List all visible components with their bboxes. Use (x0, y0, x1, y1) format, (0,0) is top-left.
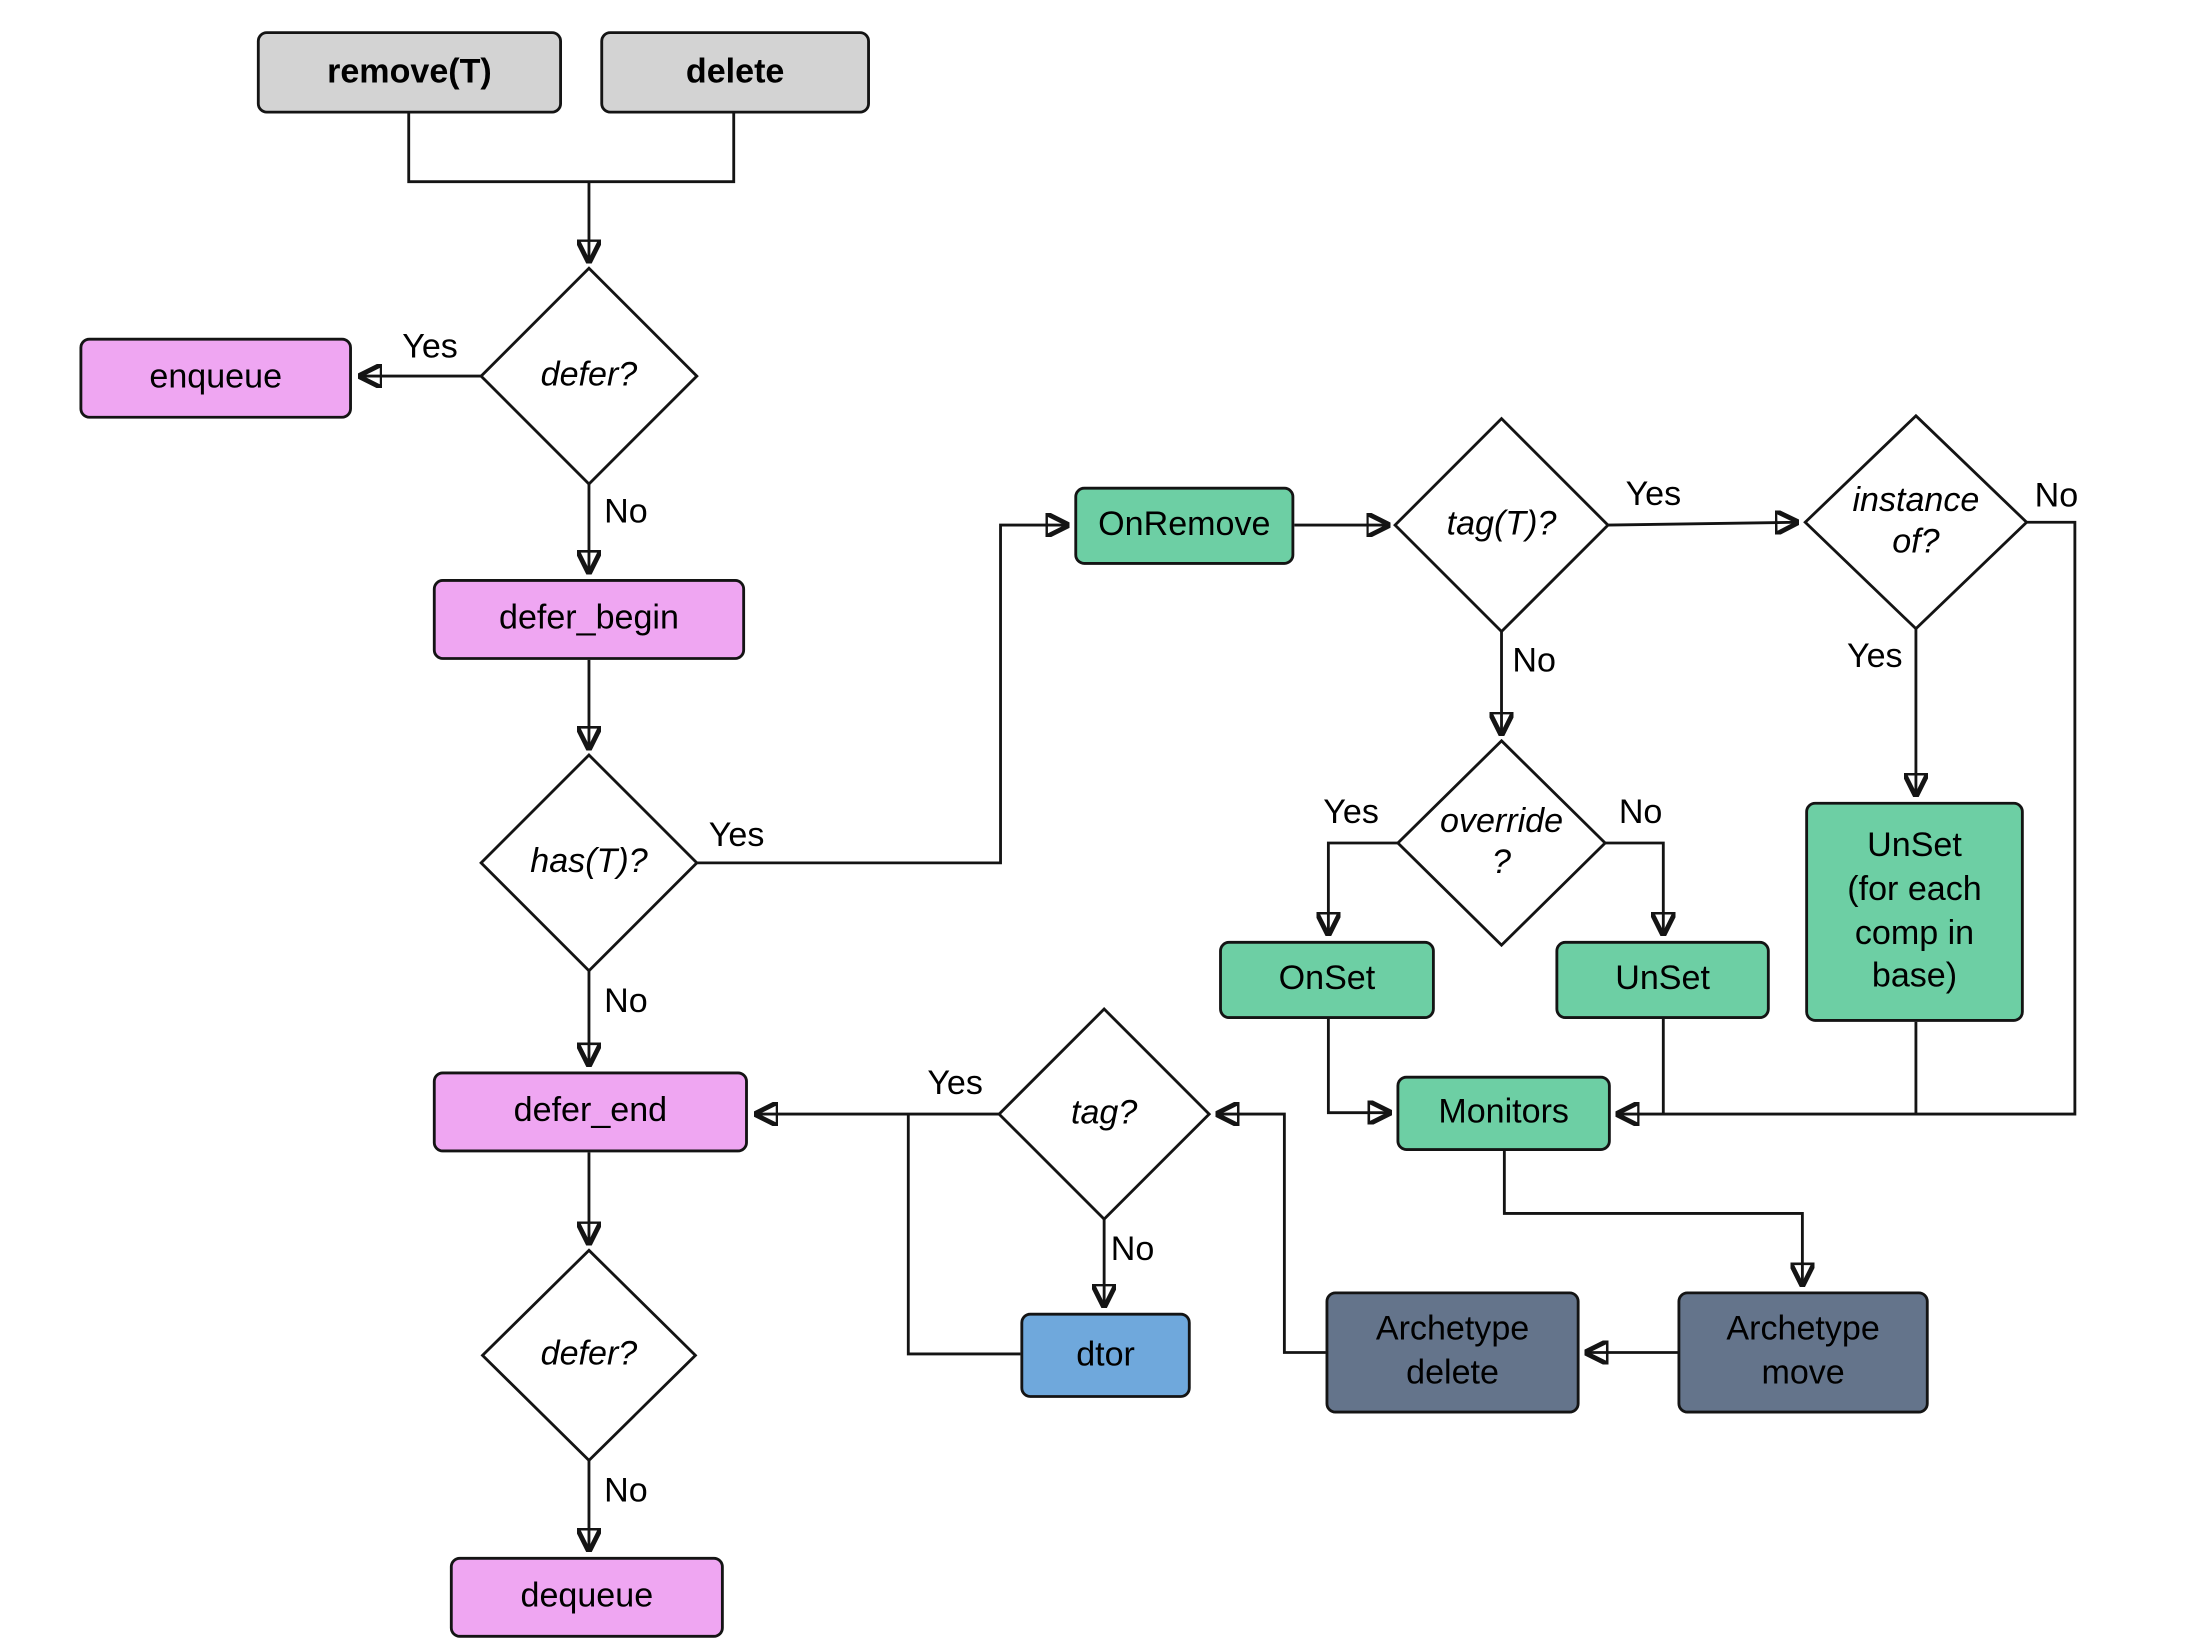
node-dequeue-label: dequeue (520, 1576, 654, 1616)
node-remove-t: remove(T) (256, 31, 563, 114)
decision-tag-q (997, 1007, 1212, 1222)
edge-override-no-to-unset (1605, 841, 1663, 934)
decision-tag-t-label: tag(T)? (1446, 504, 1557, 543)
node-unset-base-line-2: (for each (1847, 869, 1982, 908)
edge-monitors-to-archetype-move (1502, 1150, 1802, 1284)
node-archetype-move-line-1: Archetype (1726, 1310, 1880, 1349)
node-dtor: dtor (1020, 1312, 1191, 1398)
edge-label-override-no: No (1618, 793, 1663, 832)
node-archetype-delete-line-1: Archetype (1375, 1310, 1530, 1349)
edge-has-t-yes-to-on-remove (696, 525, 1067, 865)
node-dequeue: dequeue (449, 1556, 724, 1638)
edge-label-defer-q2-no: No (604, 1471, 648, 1511)
decision-override-line-2: ? (1492, 843, 1511, 882)
node-unset-base-line-3: comp in (1854, 913, 1975, 952)
node-enqueue-label: enqueue (149, 357, 283, 397)
edge-label-has-t-no: No (604, 982, 648, 1021)
node-on-set: OnSet (1219, 940, 1435, 1019)
node-unset: UnSet (1555, 940, 1770, 1019)
node-delete-label: delete (685, 52, 785, 91)
node-archetype-move-line-2: move (1761, 1353, 1845, 1393)
edge-on-set-to-monitors (1326, 1018, 1389, 1113)
edge-tag-t-yes-to-instance-of (1607, 522, 1797, 525)
decision-tag-t (1393, 416, 1610, 634)
node-monitors-label: Monitors (1438, 1092, 1569, 1132)
node-unset-label: UnSet (1615, 959, 1710, 998)
decision-instance-of-label: instance of? (1852, 481, 1979, 563)
node-enqueue: enqueue (79, 337, 352, 419)
node-on-remove-label: OnRemove (1098, 505, 1271, 544)
decision-instance-of-line-1: instance (1852, 481, 1980, 520)
decision-defer-q1-label: defer? (540, 355, 638, 394)
decision-defer-q2 (480, 1248, 698, 1463)
edge-dtor-join-to-defer-end-line (906, 1115, 1021, 1356)
edge-label-defer-q1-no: No (604, 492, 648, 531)
decision-instance-of (1803, 413, 2029, 631)
decision-override-label: override ? (1440, 802, 1563, 884)
edge-archetype-delete-to-tag-q (1218, 1114, 1326, 1354)
decision-defer-q2-label: defer? (540, 1334, 638, 1374)
edge-sources-merge (407, 113, 736, 184)
decision-has-t-label: has(T)? (530, 842, 648, 881)
edge-label-tag-t-yes: Yes (1625, 475, 1682, 514)
node-on-set-label: OnSet (1278, 959, 1376, 998)
edge-label-tag-t-no: No (1512, 641, 1556, 680)
edge-label-instance-of-no: No (2034, 476, 2079, 516)
node-defer-end: defer_end (432, 1071, 748, 1153)
node-remove-t-label: remove(T) (327, 52, 492, 91)
node-unset-base-line-4: base) (1871, 956, 1958, 996)
decision-instance-of-line-2: of? (1892, 522, 1940, 561)
decision-override-line-1: override (1439, 802, 1564, 841)
decision-override (1395, 738, 1608, 948)
edge-label-instance-of-yes: Yes (1846, 637, 1903, 676)
edge-instance-of-no-to-monitors (1618, 520, 2077, 1114)
decision-tag-q-label: tag? (1070, 1093, 1138, 1132)
node-unset-base: UnSet (for each comp in base) (1805, 801, 2024, 1022)
edge-override-yes-to-on-set (1328, 841, 1398, 934)
decision-defer-q1 (479, 266, 699, 486)
node-archetype-move: Archetype move (1677, 1291, 1929, 1414)
node-unset-base-line-1: UnSet (1867, 826, 1962, 865)
node-on-remove: OnRemove (1074, 486, 1295, 565)
edge-label-defer-q1-yes: Yes (402, 327, 458, 367)
node-monitors: Monitors (1396, 1075, 1611, 1151)
node-archetype-delete: Archetype delete (1325, 1291, 1580, 1414)
node-defer-end-label: defer_end (513, 1091, 668, 1130)
edge-label-override-yes: Yes (1323, 793, 1379, 832)
node-defer-begin: defer_begin (432, 579, 746, 660)
edge-label-has-t-yes: Yes (708, 816, 765, 855)
node-delete: delete (600, 31, 870, 114)
node-defer-begin-label: defer_begin (499, 599, 679, 638)
edge-label-tag-q-yes: Yes (927, 1064, 983, 1103)
node-archetype-delete-line-2: delete (1406, 1353, 1499, 1393)
decision-has-t (479, 753, 699, 973)
node-dtor-label: dtor (1076, 1334, 1135, 1374)
edge-label-tag-q-no: No (1110, 1230, 1155, 1269)
